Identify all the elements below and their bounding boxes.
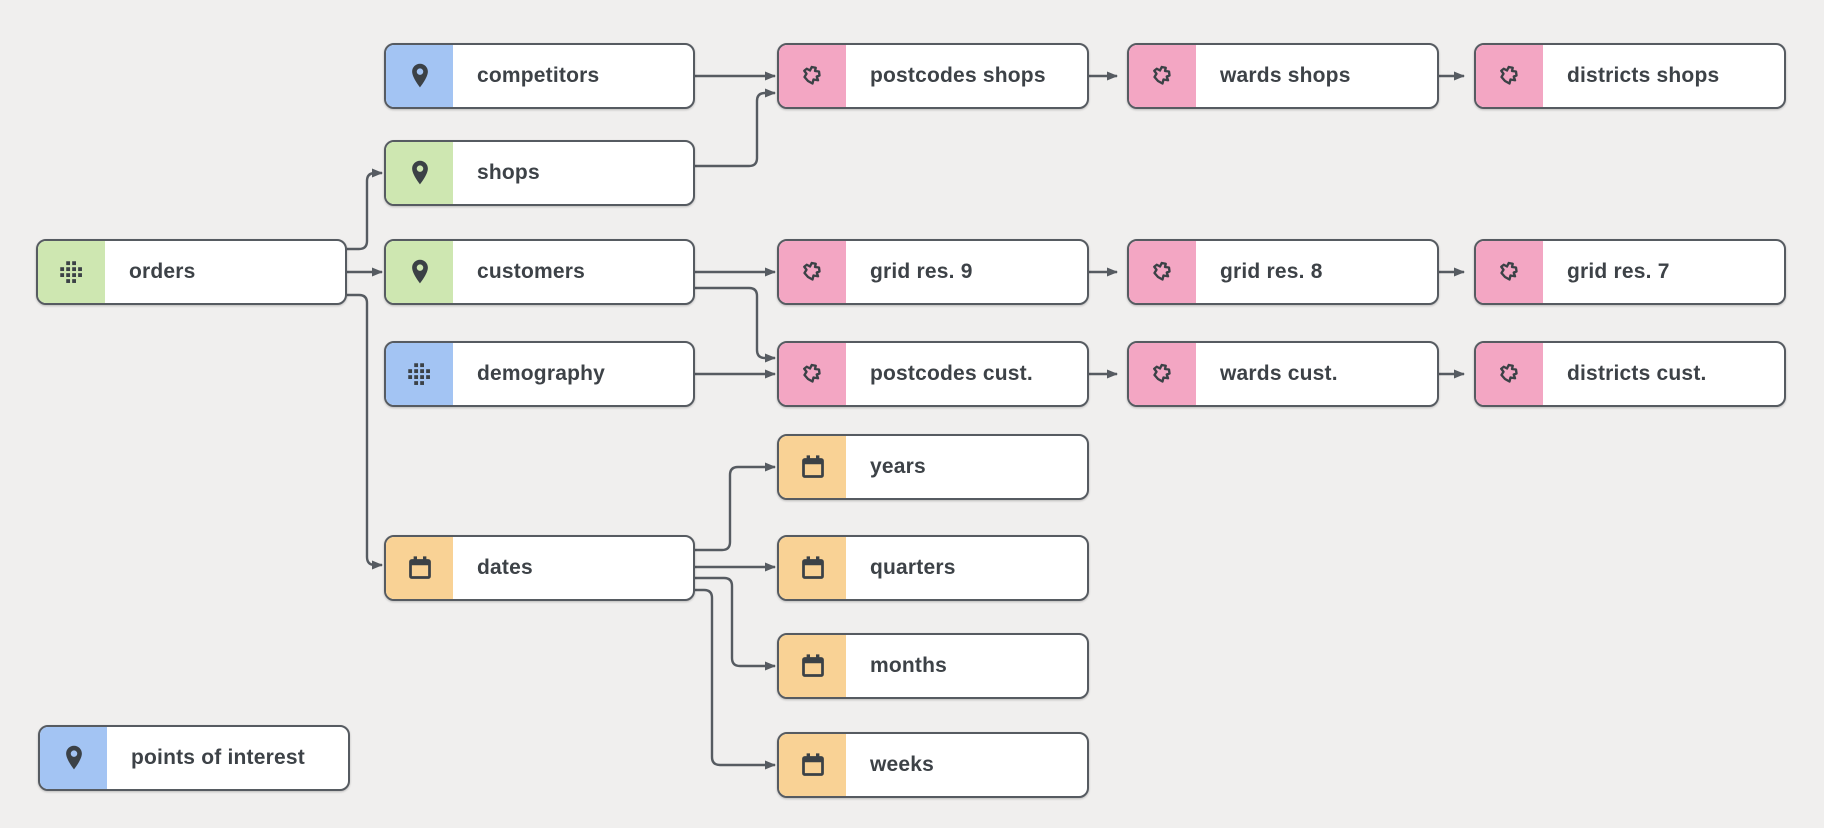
node-shops[interactable]: shops: [384, 140, 695, 206]
edge-dates-months: [695, 576, 776, 671]
edge-dates-years: [695, 462, 776, 552]
calendar-icon: [386, 537, 453, 599]
node-label: orders: [129, 260, 196, 283]
edge-orders-dates: [347, 293, 383, 570]
node-label: grid res. 7: [1567, 260, 1670, 283]
node-label: customers: [477, 260, 586, 283]
region-icon: [1476, 343, 1543, 405]
node-label: shops: [477, 161, 540, 184]
node-label: wards cust.: [1220, 362, 1338, 385]
location-pin-icon: [386, 241, 453, 303]
region-icon: [1129, 343, 1196, 405]
dot-grid-icon: [38, 241, 105, 303]
node-label: districts cust.: [1567, 362, 1707, 385]
node-label: months: [870, 654, 948, 677]
region-icon: [779, 45, 846, 107]
edge-customers-postcodes-cust: [695, 286, 776, 363]
location-pin-icon: [386, 142, 453, 204]
region-icon: [1129, 45, 1196, 107]
region-icon: [1129, 241, 1196, 303]
edge-shops-postcodes-shops: [695, 88, 776, 168]
region-icon: [1476, 241, 1543, 303]
node-grid-res-8[interactable]: grid res. 8: [1127, 239, 1439, 305]
node-districts-cust[interactable]: districts cust.: [1474, 341, 1786, 407]
node-wards-cust[interactable]: wards cust.: [1127, 341, 1439, 407]
region-icon: [779, 241, 846, 303]
location-pin-icon: [40, 727, 107, 789]
node-dates[interactable]: dates: [384, 535, 695, 601]
node-label: districts shops: [1567, 64, 1720, 87]
node-customers[interactable]: customers: [384, 239, 695, 305]
node-label: demography: [477, 362, 606, 385]
region-icon: [1476, 45, 1543, 107]
calendar-icon: [779, 537, 846, 599]
node-label: years: [870, 455, 926, 478]
calendar-icon: [779, 734, 846, 796]
node-weeks[interactable]: weeks: [777, 732, 1089, 798]
node-districts-shops[interactable]: districts shops: [1474, 43, 1786, 109]
node-label: competitors: [477, 64, 600, 87]
node-grid-res-7[interactable]: grid res. 7: [1474, 239, 1786, 305]
node-label: postcodes cust.: [870, 362, 1033, 385]
edge-orders-shops: [347, 168, 383, 251]
node-postcodes-shops[interactable]: postcodes shops: [777, 43, 1089, 109]
node-months[interactable]: months: [777, 633, 1089, 699]
calendar-icon: [779, 635, 846, 697]
calendar-icon: [779, 436, 846, 498]
node-orders[interactable]: orders: [36, 239, 347, 305]
node-label: grid res. 8: [1220, 260, 1323, 283]
node-postcodes-cust[interactable]: postcodes cust.: [777, 341, 1089, 407]
node-label: postcodes shops: [870, 64, 1046, 87]
edges: [347, 71, 1465, 770]
node-label: quarters: [870, 556, 956, 579]
node-label: grid res. 9: [870, 260, 973, 283]
node-label: dates: [477, 556, 533, 579]
node-label: wards shops: [1220, 64, 1351, 87]
edge-dates-weeks: [695, 588, 776, 770]
node-competitors[interactable]: competitors: [384, 43, 695, 109]
node-quarters[interactable]: quarters: [777, 535, 1089, 601]
node-points-of-interest[interactable]: points of interest: [38, 725, 350, 791]
node-grid-res-9[interactable]: grid res. 9: [777, 239, 1089, 305]
location-pin-icon: [386, 45, 453, 107]
node-years[interactable]: years: [777, 434, 1089, 500]
node-label: points of interest: [131, 746, 305, 769]
dot-grid-icon: [386, 343, 453, 405]
node-demography[interactable]: demography: [384, 341, 695, 407]
node-wards-shops[interactable]: wards shops: [1127, 43, 1439, 109]
region-icon: [779, 343, 846, 405]
node-label: weeks: [870, 753, 935, 776]
